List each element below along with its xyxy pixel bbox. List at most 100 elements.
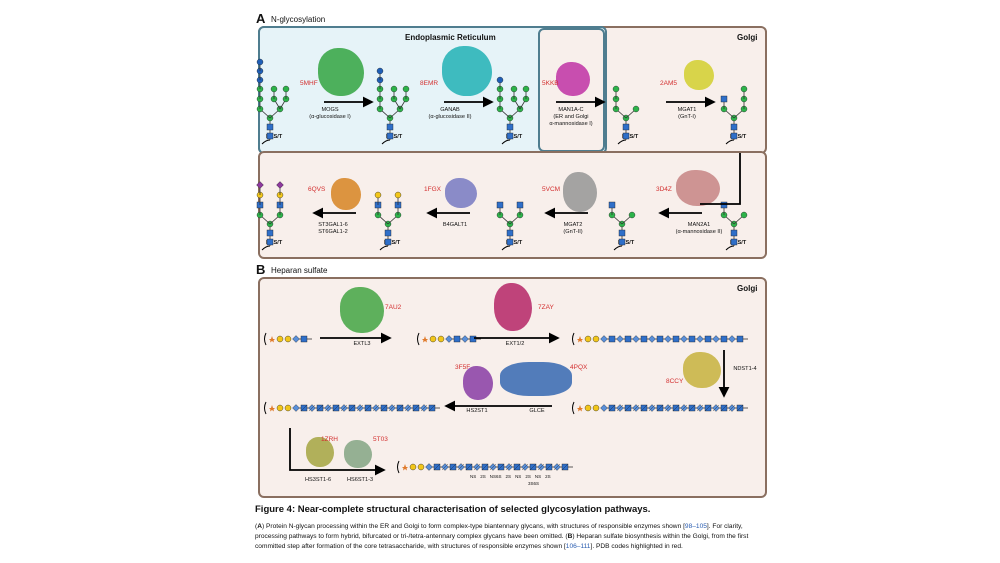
glcnac-symbol	[506, 132, 514, 140]
enzyme-name: MAN2A1	[687, 222, 711, 228]
enzyme-label: MOGS(α-glucosidase I)	[300, 107, 360, 121]
pdb-code: 5KKB	[542, 80, 559, 87]
sulfate-mark	[340, 404, 348, 412]
ser-bracket	[572, 332, 575, 346]
sulfate-mark	[688, 404, 696, 412]
sulfate-mark	[356, 404, 364, 412]
glcnac-symbol	[730, 132, 738, 140]
uronic-acid-symbol	[696, 335, 704, 343]
mannose-symbol	[402, 85, 410, 93]
glcnac-symbol	[656, 335, 664, 343]
glcnac-symbol	[384, 229, 392, 237]
glcnac-symbol	[608, 335, 616, 343]
pdb-code: 8EMR	[420, 80, 439, 87]
sulfate-mark	[529, 463, 537, 471]
caption-ref-b[interactable]: 106–111	[565, 543, 591, 550]
protein-3f5f	[463, 366, 493, 400]
caption-text-b2: ]. PDB codes highlighted in red.	[590, 543, 683, 550]
protein-1fgx	[445, 178, 477, 208]
glcnac-symbol	[266, 238, 274, 246]
hs-mod-labels: NS 2S NS6S 2S NS 2S NS 2S	[470, 474, 551, 479]
nxst-label: NXS/T	[618, 240, 635, 246]
asn-bracket	[261, 139, 271, 145]
sulfate-mark	[300, 404, 308, 412]
figure-caption-title: Figure 4: Near-complete structural chara…	[255, 504, 651, 515]
hs-label: 3S6S	[528, 481, 540, 486]
sulfate-mark	[680, 404, 688, 412]
glcA-symbol	[292, 335, 300, 343]
enzyme-label: HS6ST1-3	[346, 477, 374, 483]
sulfate-mark	[608, 404, 616, 412]
sulfate-mark	[513, 463, 521, 471]
uronic-acid-symbol	[616, 335, 624, 343]
glcnac-symbol	[624, 335, 632, 343]
mannose-symbol	[270, 85, 278, 93]
glcnac-symbol	[736, 335, 744, 343]
glcnac-symbol	[720, 201, 728, 209]
sulfate-mark	[364, 404, 372, 412]
mannose-symbol	[628, 211, 636, 219]
caption-ref-a[interactable]: 98–105	[684, 523, 707, 530]
sulfate-mark	[372, 404, 380, 412]
enzyme-name: GANAB	[440, 107, 460, 113]
galactose-symbol	[592, 335, 600, 343]
caption-letter-a: A	[257, 523, 262, 530]
enzyme-label: MAN2A1(α-mannosidase II)	[664, 222, 734, 236]
hs-label: NS	[534, 474, 542, 479]
glcnac-symbol	[618, 238, 626, 246]
sulfate-mark	[505, 463, 513, 471]
golgi-label-a: Golgi	[737, 33, 758, 42]
mannose-symbol	[740, 85, 748, 93]
galactose-symbol	[417, 463, 425, 471]
sulfate-mark	[640, 404, 648, 412]
galactose-symbol	[592, 404, 600, 412]
ser-bracket	[264, 332, 267, 346]
enzyme-name: MGAT2	[563, 222, 583, 228]
sulfate-mark	[441, 463, 449, 471]
pdb-code: 7ZAY	[538, 304, 554, 311]
nxst-label: NXS/T	[506, 134, 523, 140]
hs-label: NS	[470, 474, 477, 479]
mannose-symbol	[632, 105, 640, 113]
uronic-acid-symbol	[664, 335, 672, 343]
glcnac-symbol	[730, 238, 738, 246]
protein-5mhf	[318, 48, 364, 96]
enzyme-sub: (ER and Golgi	[553, 114, 589, 120]
glcnac-symbol	[384, 238, 392, 246]
ser-bracket	[264, 401, 267, 415]
sulfate-mark	[380, 404, 388, 412]
galactose-symbol	[276, 335, 284, 343]
asn-bracket	[381, 139, 391, 145]
caption-letter-b: B	[567, 533, 573, 540]
panel-b-letter: B	[256, 262, 266, 277]
protein-3d4z	[676, 170, 720, 206]
asn-bracket	[725, 139, 735, 145]
sulfate-mark	[648, 404, 656, 412]
enzyme-label: EXTL3	[353, 341, 371, 347]
asn-bracket	[501, 139, 511, 145]
asn-bracket	[613, 245, 623, 251]
glcnac-symbol	[622, 123, 630, 131]
enzyme-sub: (GnT-II)	[563, 229, 583, 235]
asn-bracket	[261, 245, 271, 251]
enzyme-name: ST3GAL1-6	[318, 222, 348, 228]
uronic-acid-symbol	[728, 335, 736, 343]
enzyme-name: MGAT1	[677, 107, 697, 113]
sulfate-mark	[481, 463, 489, 471]
protein-8emr	[442, 46, 492, 96]
glcA-symbol	[445, 335, 453, 343]
pdb-code: 5VCM	[542, 186, 561, 193]
ser-bracket	[397, 460, 400, 474]
glcnac-symbol	[618, 229, 626, 237]
glcnac-symbol	[622, 132, 630, 140]
galactose-symbol	[276, 404, 284, 412]
nxst-label: NXS/T	[730, 240, 747, 246]
protein-8ccy	[683, 352, 721, 388]
sulfate-mark	[656, 404, 664, 412]
asn-bracket	[617, 139, 627, 145]
glcnac-symbol	[386, 132, 394, 140]
sulfate-mark	[473, 463, 481, 471]
caption-text-b: ) Heparan sulfate biosynthesis within th…	[255, 533, 749, 550]
sulfate-mark	[553, 463, 561, 471]
pdb-code: 8CCY	[666, 378, 684, 385]
